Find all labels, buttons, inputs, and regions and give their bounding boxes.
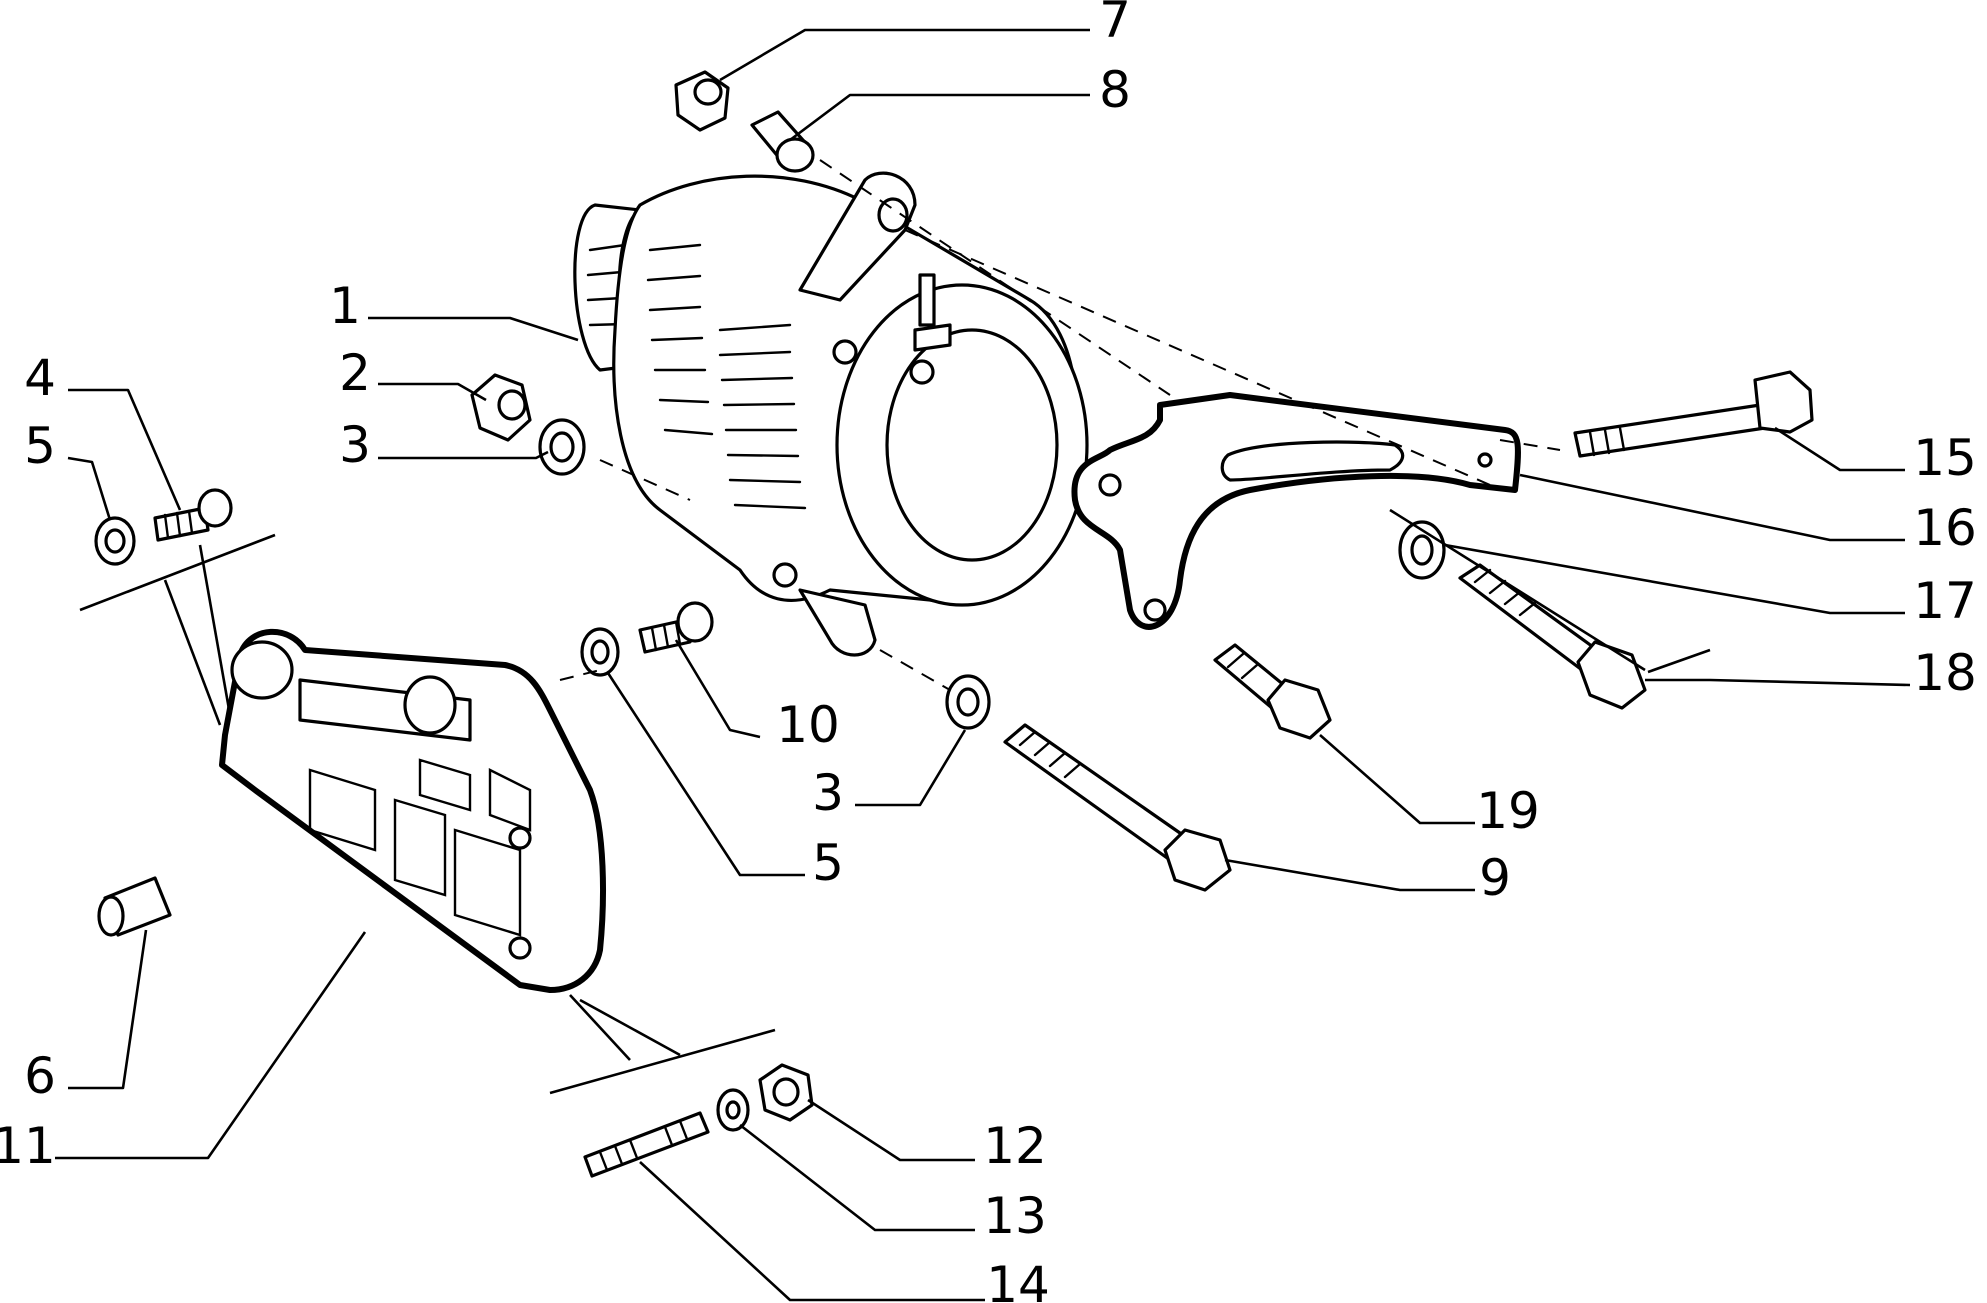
callout-8: 8 [1099,61,1131,119]
callout-11: 11 [0,1117,56,1175]
mounting-bracket [219,628,606,993]
callout-14: 14 [986,1256,1050,1303]
alternator [573,171,1089,657]
callout-3b: 3 [812,764,844,822]
stud-14 [583,1111,710,1178]
adjusting-strap [1071,392,1521,630]
washer-5a [94,516,136,566]
washer-13 [716,1088,750,1132]
nut-2 [470,373,532,442]
callout-5b: 5 [812,834,844,892]
callout-15: 15 [1913,429,1977,487]
callout-5a: 5 [24,417,56,475]
assembly-lines [79,159,1561,1095]
bolt-18 [1458,563,1647,710]
bolt-15 [1573,370,1814,458]
callout-2: 2 [339,344,371,402]
callout-3a: 3 [339,416,371,474]
leader-lines [55,28,1911,1302]
bolt-19 [1213,643,1332,740]
nut-12 [758,1063,814,1122]
callout-18: 18 [1913,644,1977,702]
callout-19: 19 [1476,782,1540,840]
callout-17: 17 [1913,572,1977,630]
callout-13: 13 [983,1187,1047,1245]
washer-3b [945,674,991,730]
bolt-9 [1003,723,1232,892]
washer-3a [538,418,586,476]
callout-6: 6 [24,1047,56,1105]
callout-9: 9 [1479,849,1511,907]
washer-5b [580,627,620,677]
callout-7: 7 [1099,0,1131,49]
callout-1: 1 [329,277,361,335]
nut-7 [674,70,730,132]
callout-10: 10 [776,696,840,754]
bushing-6 [97,876,172,937]
screw-4 [153,488,233,542]
screw-10 [638,601,714,654]
bushing-8 [750,110,815,173]
callout-12: 12 [983,1117,1047,1175]
callout-4: 4 [24,349,56,407]
callout-16: 16 [1913,499,1977,557]
